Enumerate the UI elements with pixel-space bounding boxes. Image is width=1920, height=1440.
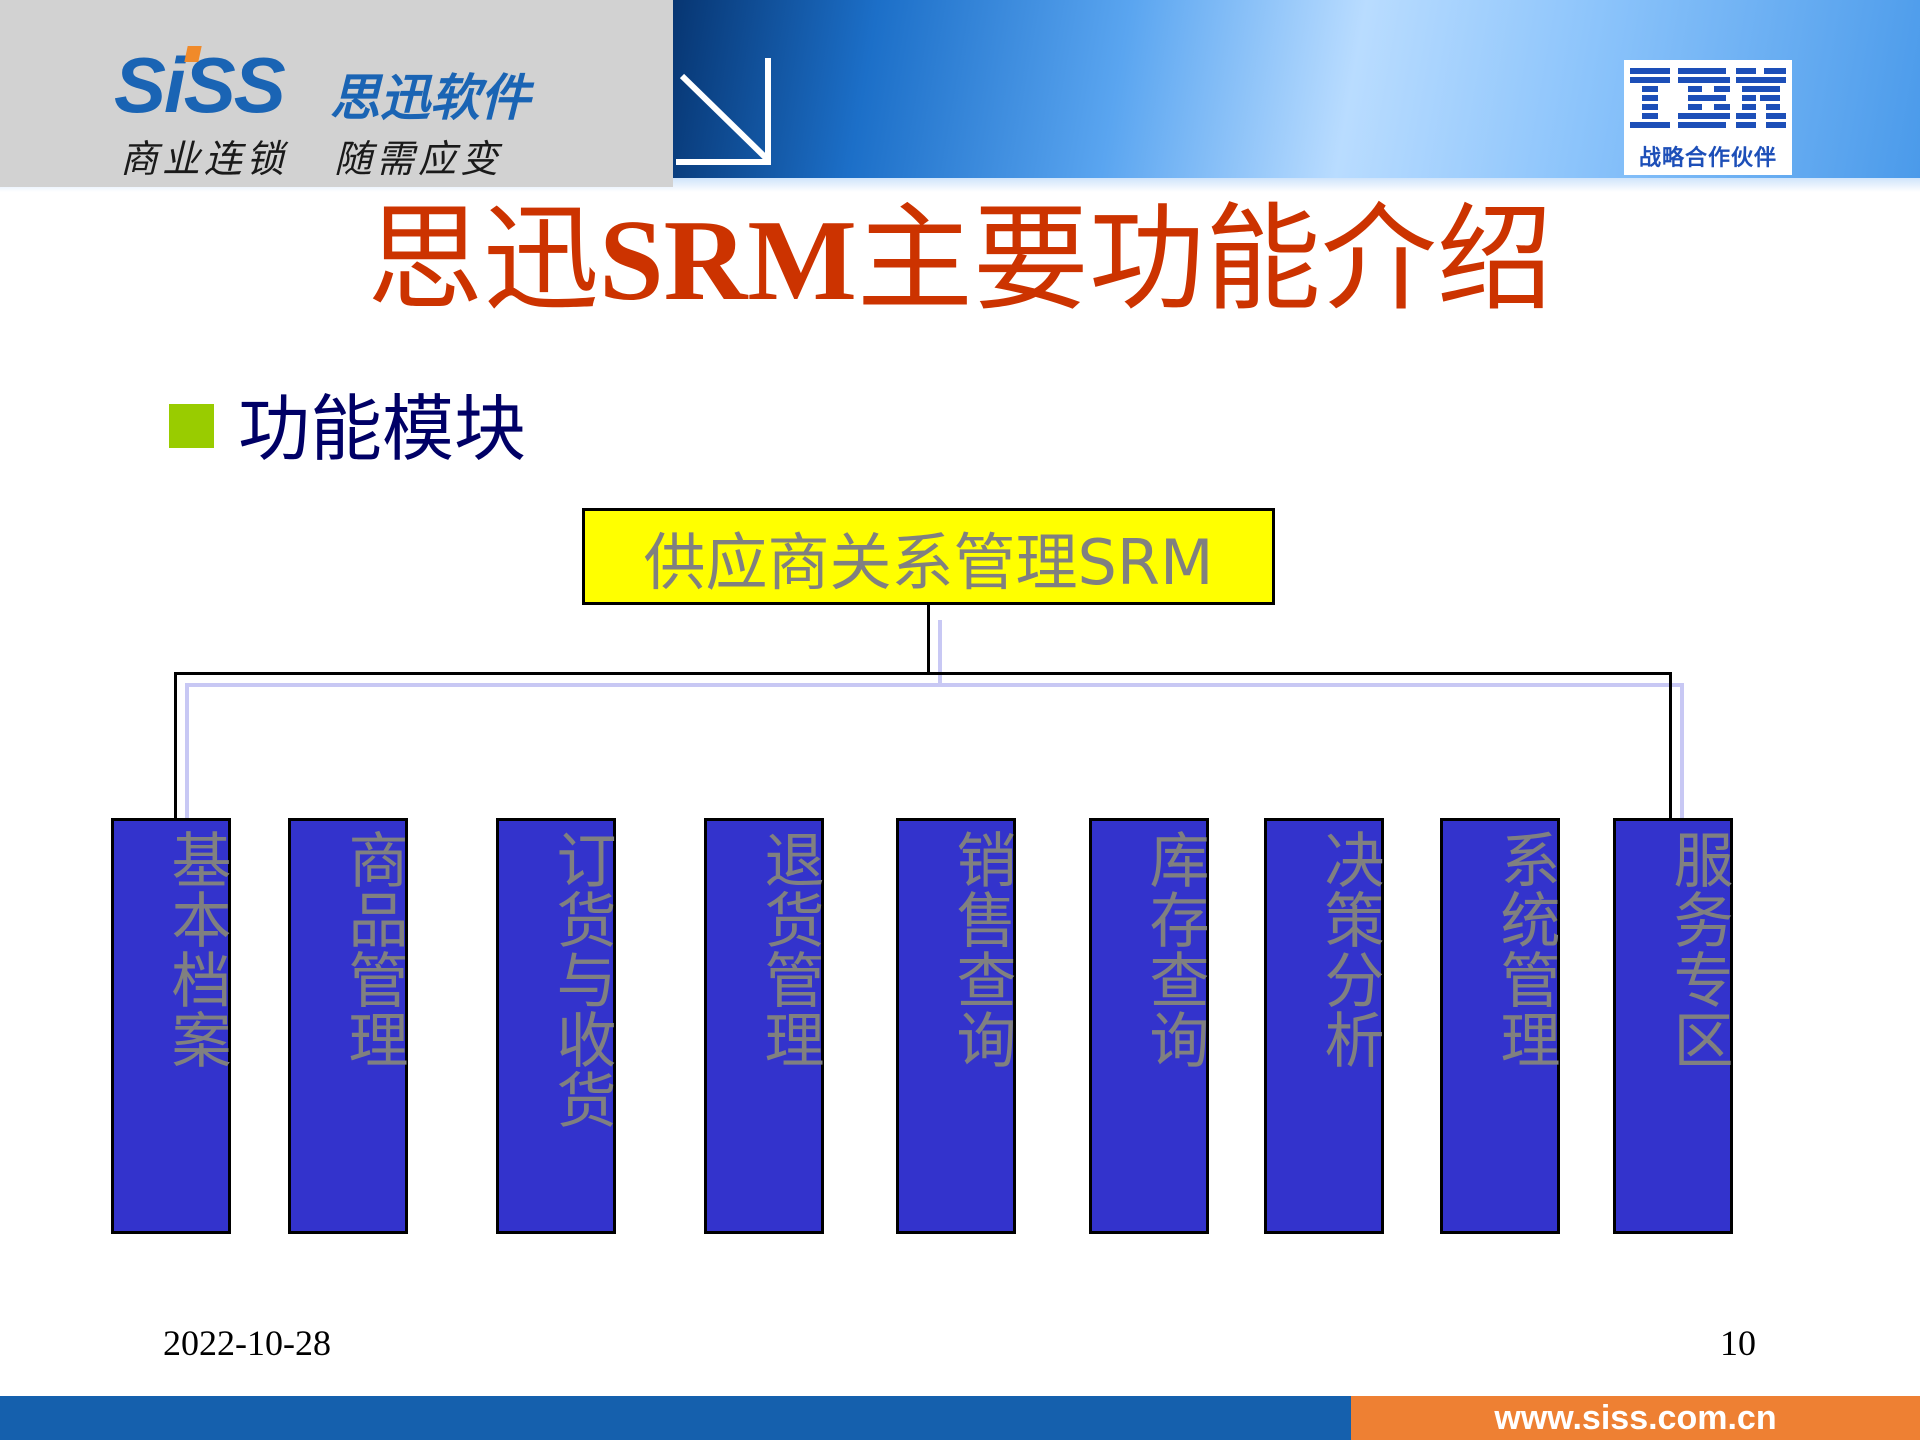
ibm-logo-icon [1630,68,1786,128]
module-basic-archive: 基本档案 [111,818,231,1234]
module-ordering-receiving: 订货与收货 [496,818,616,1234]
slide-page-number: 10 [1720,1323,1756,1363]
module-label: 系统管理 [1490,829,1560,1069]
ibm-partner-caption: 战略合作伙伴 [1638,146,1777,171]
connector-left [174,672,177,820]
module-service-zone: 服务专区 [1613,818,1733,1234]
title-latin: SRM [599,197,857,325]
ibm-partner-logo: 战略合作伙伴 [1624,60,1792,175]
siss-logo-slogan: 商业连锁 随需应变 [120,137,503,181]
module-label: 基本档案 [161,829,231,1069]
module-label: 退货管理 [754,829,824,1069]
module-label: 订货与收货 [546,829,616,1129]
module-label: 服务专区 [1663,829,1733,1069]
module-label: 商品管理 [338,829,408,1069]
arrow-down-right-icon [676,58,771,165]
bullet-text: 功能模块 [238,387,527,471]
connector-shadow-right [1680,683,1684,835]
footer-bar-blue [0,1396,1351,1440]
connector-right [1669,672,1672,820]
bullet-square-icon [169,404,214,448]
siss-logo-panel [0,0,673,187]
module-label: 销售查询 [946,829,1016,1069]
title-prefix: 思迅 [367,197,600,325]
connector-shadow-trunk [938,620,942,687]
slide-date: 2022-10-28 [163,1323,331,1363]
connector-trunk [927,605,930,675]
module-decision-analysis: 决策分析 [1264,818,1384,1234]
page-title: 思迅SRM主要功能介绍 [0,196,1920,326]
footer-url: www.siss.com.cn [1494,1398,1777,1437]
module-label: 决策分析 [1314,829,1384,1069]
module-product-management: 商品管理 [288,818,408,1234]
connector-shadow-left [185,683,189,835]
module-sales-query: 销售查询 [896,818,1016,1234]
footer-bar-orange [1351,1396,1920,1440]
root-node-label: 供应商关系管理SRM [643,525,1214,599]
connector-shadow-horizontal [185,683,1684,687]
siss-logo-company-name: 思迅软件 [330,69,530,127]
module-inventory-query: 库存查询 [1089,818,1209,1234]
module-system-management: 系统管理 [1440,818,1560,1234]
root-node-srm: 供应商关系管理SRM [582,508,1275,605]
title-suffix: 主要功能介绍 [856,197,1553,325]
connector-horizontal [174,672,1672,675]
module-label: 库存查询 [1139,829,1209,1069]
module-return-management: 退货管理 [704,818,824,1234]
siss-logo-wordmark: SiSS [114,41,286,129]
